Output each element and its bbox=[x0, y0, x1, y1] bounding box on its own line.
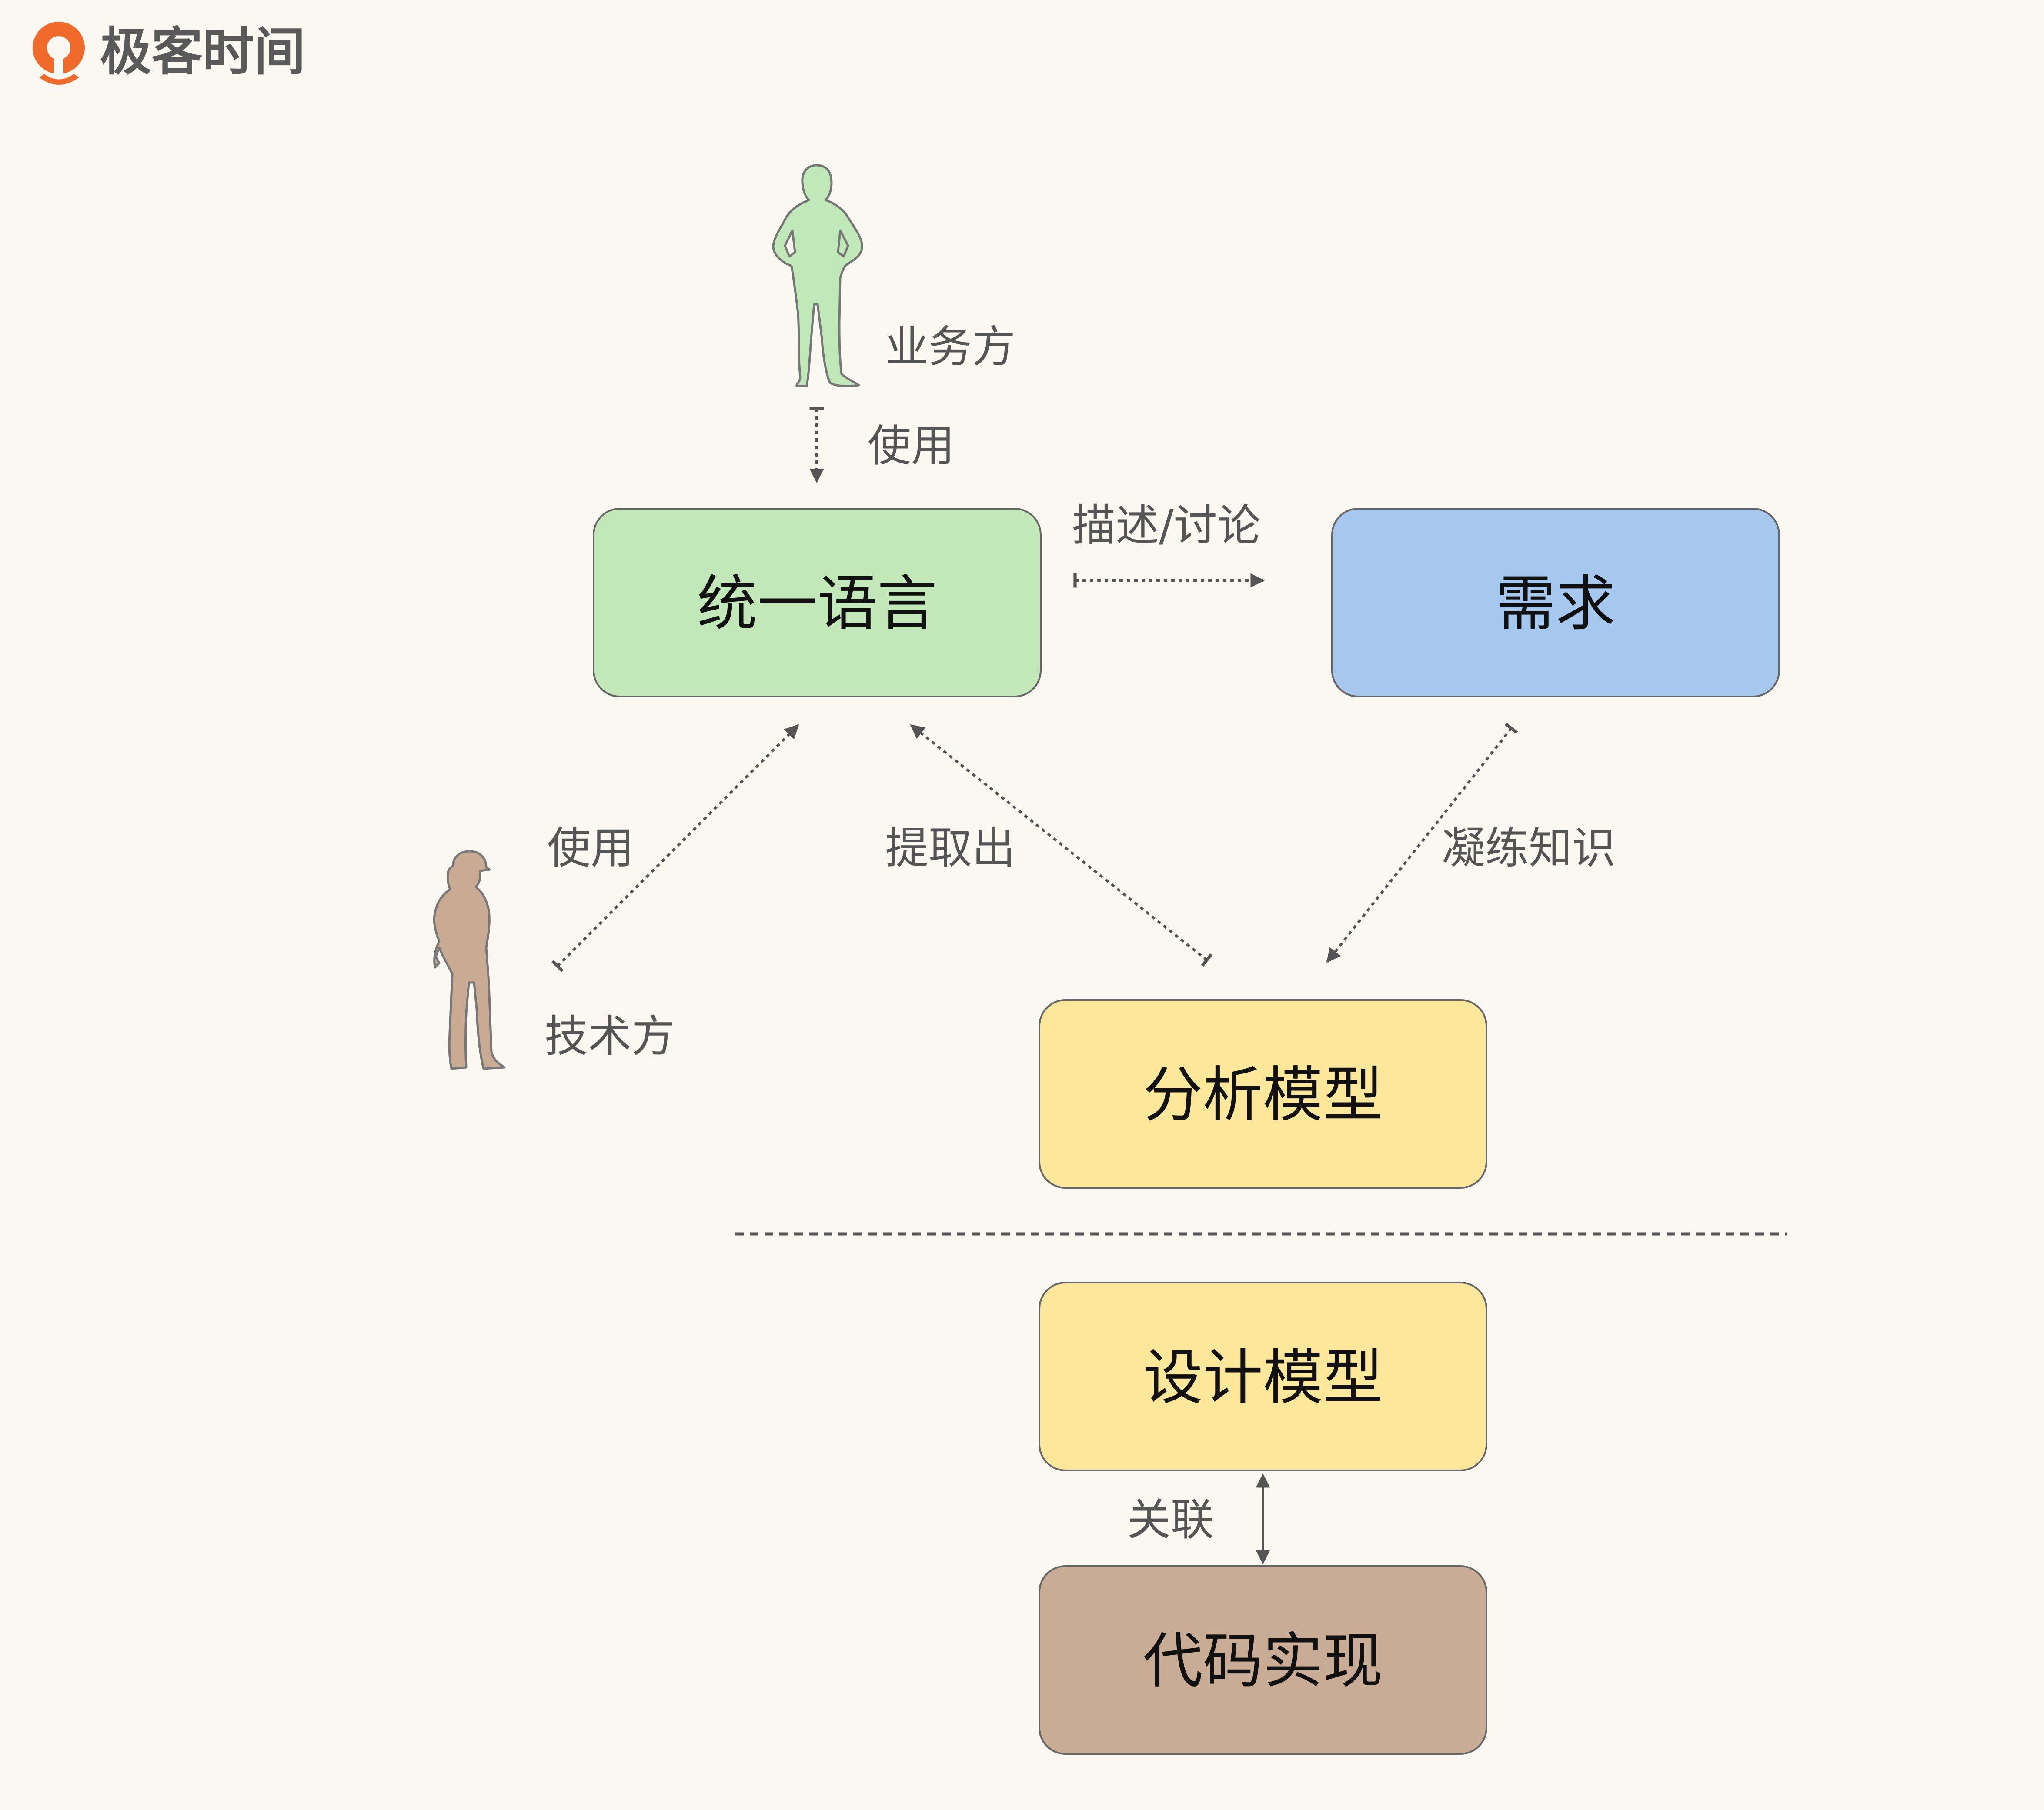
geektime-logo-icon bbox=[33, 22, 85, 85]
edge-label-describe-discuss: 描述/讨论 bbox=[1072, 500, 1261, 551]
edge-label-technical-uses: 使用 bbox=[547, 823, 634, 873]
node-code-implementation[interactable]: 代码实现 bbox=[1039, 1565, 1487, 1755]
node-label-code-implementation: 代码实现 bbox=[1143, 1626, 1383, 1696]
brand-logo: 极客时间 bbox=[33, 22, 305, 85]
node-label-requirements: 需求 bbox=[1496, 569, 1616, 639]
node-label-analysis-model: 分析模型 bbox=[1143, 1060, 1383, 1130]
edge-label-business-uses: 使用 bbox=[868, 420, 955, 471]
node-label-ubiquitous-language: 统一语言 bbox=[697, 569, 937, 639]
node-requirements[interactable]: 需求 bbox=[1331, 508, 1780, 697]
edge-label-distill-knowledge: 凝练知识 bbox=[1442, 823, 1616, 873]
node-ubiquitous-language[interactable]: 统一语言 bbox=[593, 508, 1042, 697]
node-analysis-model[interactable]: 分析模型 bbox=[1039, 999, 1487, 1189]
edge-label-associate: 关联 bbox=[1127, 1494, 1214, 1545]
node-label-design-model: 设计模型 bbox=[1143, 1343, 1383, 1413]
node-design-model[interactable]: 设计模型 bbox=[1039, 1282, 1487, 1471]
edge-technical-uses-language bbox=[551, 724, 799, 973]
woman-silhouette-icon bbox=[772, 164, 864, 387]
technical-actor-label: 技术方 bbox=[544, 1011, 675, 1062]
business-actor-label: 业务方 bbox=[885, 321, 1015, 372]
edge-distill-knowledge bbox=[1326, 722, 1518, 963]
brand-name: 极客时间 bbox=[100, 22, 305, 82]
edge-label-extract: 提取出 bbox=[885, 823, 1015, 873]
worker-silhouette-icon bbox=[433, 850, 506, 1070]
